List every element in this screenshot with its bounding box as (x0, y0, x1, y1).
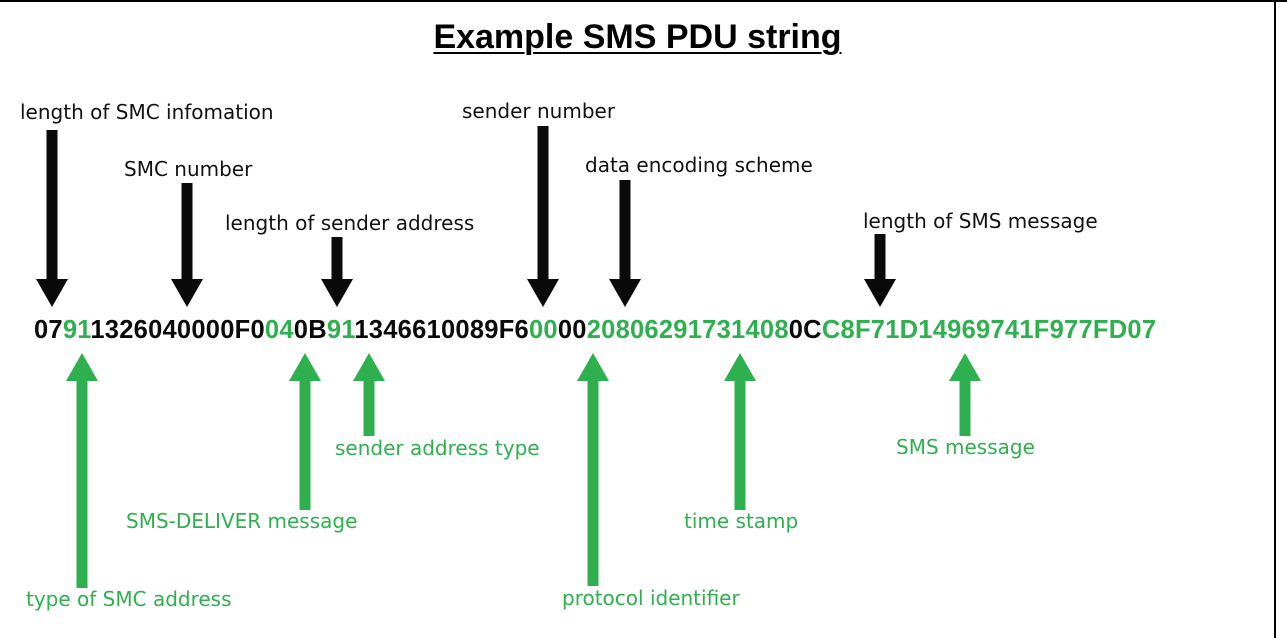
arrow-time-stamp-head (724, 353, 756, 381)
arrow-sms-message-shaft (959, 379, 971, 436)
arrow-smc-number (171, 183, 203, 307)
arrow-time-stamp (724, 353, 756, 510)
arrow-length-of-sms-message-head (864, 279, 896, 307)
pdu-segment-smc-address-type: 91 (62, 316, 91, 344)
label-length-of-sms-message: length of SMS message (863, 209, 1098, 233)
pdu-segment-smc-length: 07 (34, 316, 63, 344)
arrow-sender-number (527, 126, 559, 307)
arrow-length-of-sender-address-head (321, 279, 353, 307)
label-sender-number: sender number (462, 99, 616, 123)
pdu-string: 07911326040000F0040B911346610089F6000020… (34, 312, 1156, 348)
arrow-sms-message (949, 353, 981, 436)
arrow-sender-number-head (527, 279, 559, 307)
pdu-segment-sender-number: 1346610089F6 (354, 316, 529, 344)
label-protocol-identifier: protocol identifier (562, 586, 740, 610)
arrow-type-of-smc-address-shaft (76, 379, 88, 588)
arrow-length-of-smc-information (36, 130, 68, 307)
pdu-segment-sms-message: C8F71D14969741F977FD07 (821, 316, 1157, 344)
arrow-sender-number-shaft (537, 126, 549, 281)
frame-right-border (1274, 0, 1276, 638)
pdu-segment-time-stamp: 20806291731408 (586, 316, 789, 344)
frame-top-border (0, 0, 1287, 2)
arrow-protocol-identifier-shaft (587, 379, 599, 586)
arrow-smc-number-head (171, 279, 203, 307)
pdu-segment-message-length: 0C (788, 316, 822, 344)
arrow-length-of-sender-address (321, 237, 353, 307)
label-sms-message: SMS message (896, 435, 1035, 459)
arrow-sms-message-head (949, 353, 981, 381)
arrow-sms-deliver-message-shaft (299, 379, 311, 510)
arrow-length-of-smc-information-head (36, 279, 68, 307)
arrow-time-stamp-shaft (734, 379, 746, 510)
arrow-sms-deliver-message-head (289, 353, 321, 381)
pdu-segment-sender-address-type: 91 (326, 316, 355, 344)
label-length-of-smc-information: length of SMC infomation (20, 100, 274, 124)
arrow-sender-address-type-shaft (363, 379, 375, 436)
arrow-sender-address-type (353, 353, 385, 436)
label-type-of-smc-address: type of SMC address (26, 587, 232, 611)
label-sms-deliver-message: SMS-DELIVER message (126, 509, 358, 533)
arrow-data-encoding-scheme (609, 180, 641, 307)
label-sender-address-type: sender address type (335, 436, 540, 460)
arrow-length-of-sender-address-shaft (331, 237, 343, 281)
arrow-data-encoding-scheme-shaft (619, 180, 631, 281)
label-data-encoding-scheme: data encoding scheme (585, 153, 813, 177)
pdu-segment-sender-address-length: 0B (293, 316, 327, 344)
arrow-sms-deliver-message (289, 353, 321, 510)
arrow-length-of-sms-message-shaft (874, 234, 886, 281)
label-length-of-sender-address: length of sender address (225, 211, 475, 235)
arrow-length-of-sms-message (864, 234, 896, 307)
pdu-segment-sms-deliver: 04 (264, 316, 294, 344)
arrow-data-encoding-scheme-head (609, 279, 641, 307)
arrow-protocol-identifier-head (577, 353, 609, 381)
diagram-title: Example SMS PDU string (433, 18, 842, 56)
arrow-protocol-identifier (577, 353, 609, 586)
pdu-segment-smc-number: 1326040000F0 (90, 316, 265, 344)
pdu-segment-protocol-identifier: 00 (528, 316, 558, 344)
arrow-length-of-smc-information-shaft (46, 130, 58, 281)
arrow-smc-number-shaft (181, 183, 193, 281)
label-smc-number: SMC number (124, 157, 253, 181)
arrow-type-of-smc-address-head (66, 353, 98, 381)
pdu-segment-data-encoding: 00 (557, 316, 587, 344)
label-time-stamp: time stamp (684, 509, 799, 533)
arrow-sender-address-type-head (353, 353, 385, 381)
arrow-type-of-smc-address (66, 353, 98, 588)
